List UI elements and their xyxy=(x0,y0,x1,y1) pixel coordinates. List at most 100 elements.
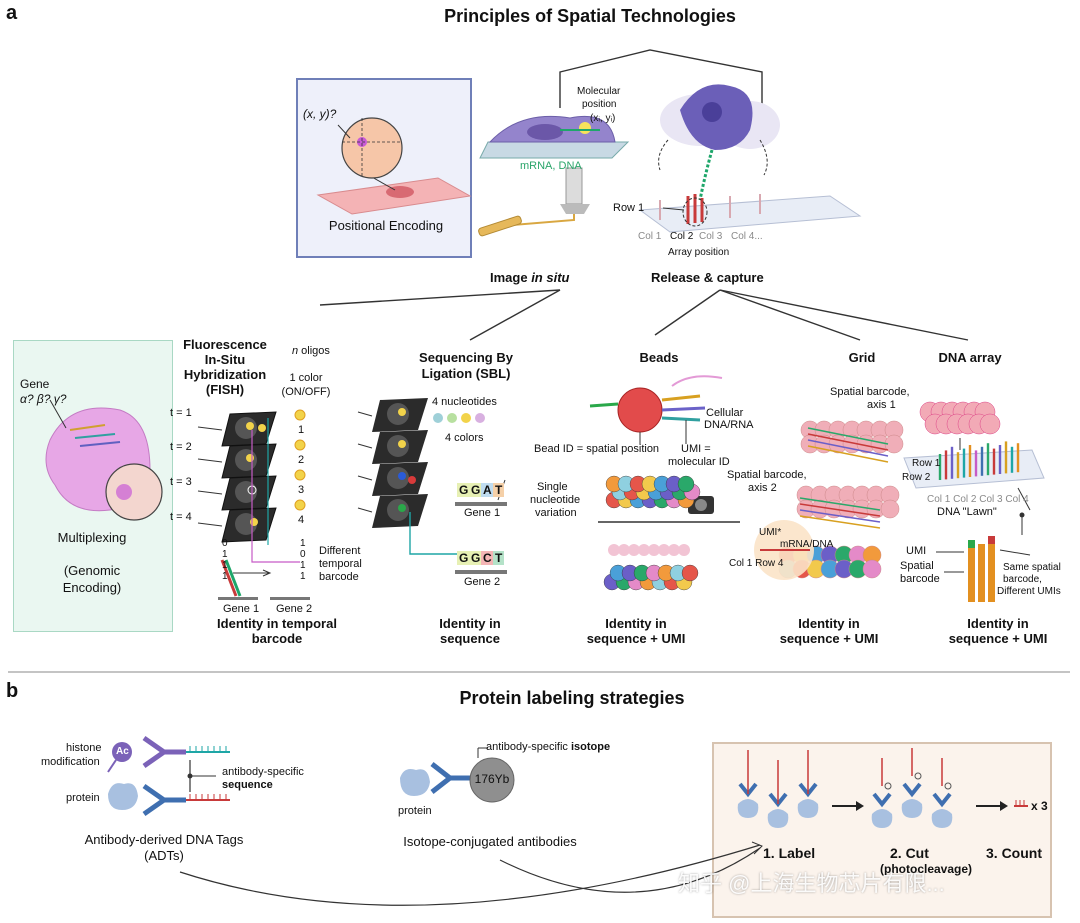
isotope-protein: protein xyxy=(398,805,432,817)
dna-same3: Different UMIs xyxy=(997,586,1061,597)
barcode-strand xyxy=(807,427,889,445)
isotope-mass: 176Yb xyxy=(474,772,510,786)
fish-diff3: barcode xyxy=(319,571,359,583)
fish-diff2: temporal xyxy=(319,558,362,570)
fish-n3: 3 xyxy=(298,484,305,496)
barcode-strand xyxy=(799,503,881,517)
array-col3: Col 3 xyxy=(699,231,723,242)
antibody xyxy=(932,792,952,808)
multiplex-sub1: (Genomic xyxy=(63,563,121,578)
multiplex-label: Multiplexing xyxy=(57,530,127,545)
grid-graphic xyxy=(754,420,904,580)
workflow-times: x 3 xyxy=(1031,799,1048,813)
bit: 1 xyxy=(222,560,228,571)
multiplex-greek: α? β? γ? xyxy=(20,392,67,406)
adt-specific1: antibody-specific xyxy=(222,766,304,778)
panel-b-letter: b xyxy=(6,680,19,702)
panel-a-letter: a xyxy=(6,2,18,24)
array-col1: Col 1 xyxy=(638,231,662,242)
fish-t3: t = 3 xyxy=(170,476,192,488)
grid-umi: UMI* xyxy=(759,527,782,538)
adt-label2: (ADTs) xyxy=(144,848,184,863)
isotope-specific: antibody-specific isotope xyxy=(486,741,611,753)
dna-array-title: DNA array xyxy=(938,350,1002,365)
dna-umi: UMI xyxy=(906,545,927,557)
antibody xyxy=(872,792,892,808)
barcode-strand xyxy=(807,439,889,457)
fish-title4: (FISH) xyxy=(205,382,245,397)
cell xyxy=(628,544,640,556)
beads-cellular1: Cellular xyxy=(706,407,744,419)
dna-lawn: DNA "Lawn" xyxy=(937,506,997,518)
tissue-cell xyxy=(979,413,1001,435)
workflow-step3: 3. Count xyxy=(986,845,1042,861)
image-in-situ-label: Image in situ xyxy=(490,270,570,285)
connector-sbl xyxy=(469,289,561,341)
beads-bead-id: Bead ID = spatial position xyxy=(534,443,660,455)
bit: 1 xyxy=(300,571,306,582)
positional-label: Positional Encoding xyxy=(328,218,444,233)
sbl-identity1: Identity in xyxy=(439,616,501,631)
scissors-icon xyxy=(914,772,922,780)
grid-axis1a: Spatial barcode, xyxy=(830,386,910,398)
sbl-nucleotides: 4 nucleotides xyxy=(432,396,497,408)
barcode-strand xyxy=(799,497,881,511)
bead-clusters xyxy=(603,475,701,591)
scissors-icon xyxy=(944,782,952,790)
cell xyxy=(638,544,650,556)
fish-gene1: Gene 1 xyxy=(223,603,260,615)
fish-identity2: barcode xyxy=(251,631,303,646)
cell xyxy=(678,544,690,556)
grid-axis2b: axis 2 xyxy=(748,482,777,494)
connector-fish xyxy=(319,289,561,306)
adt-histone2: modification xyxy=(41,756,100,768)
bit: 1 xyxy=(222,549,228,560)
protein xyxy=(797,799,819,818)
adt-ac: Ac xyxy=(116,746,129,757)
fish-n2: 2 xyxy=(298,454,305,466)
beads-umi2: molecular ID xyxy=(668,456,730,468)
panel-a-title: Principles of Spatial Technologies xyxy=(444,6,736,26)
beads-umi1: UMI = xyxy=(681,443,711,455)
fish-t2: t = 2 xyxy=(170,441,192,453)
array-row1: Row 1 xyxy=(613,202,645,214)
base: G xyxy=(469,483,483,497)
workflow-step2: 2. Cut xyxy=(890,845,929,861)
base: C xyxy=(481,551,494,565)
fish-title1: Fluorescence xyxy=(183,337,267,352)
adt-graphic xyxy=(107,735,230,817)
bit: 1 xyxy=(222,571,228,582)
base: G xyxy=(457,551,471,565)
sbl-colors: 4 colors xyxy=(445,432,484,444)
sbl-identity2: sequence xyxy=(440,631,500,646)
sbl-tiles xyxy=(357,398,507,574)
sbl-gene1: Gene 1 xyxy=(464,507,501,519)
fish-t1: t = 1 xyxy=(170,407,192,419)
connector-beads xyxy=(654,289,721,336)
sbl-title1: Sequencing By xyxy=(419,350,513,365)
barcode-strand xyxy=(807,445,889,463)
top-bracket-connector xyxy=(559,49,763,108)
release-capture-icon xyxy=(638,84,862,233)
fish-identity1: Identity in temporal xyxy=(217,616,337,631)
fish-n1: 1 xyxy=(298,424,305,436)
adt-histone1: histone xyxy=(66,742,102,754)
arrow-head xyxy=(751,841,763,855)
fish-title2: In-Situ xyxy=(204,352,246,367)
dna-row1: Row 1 xyxy=(912,458,941,469)
base: A xyxy=(481,483,494,497)
fish-title3: Hybridization xyxy=(183,367,267,382)
multiplex-sub2: Encoding) xyxy=(62,580,122,595)
barcode-strand xyxy=(799,509,881,523)
bead xyxy=(681,564,699,582)
positional-encoding-icon xyxy=(316,117,472,215)
cell xyxy=(608,544,620,556)
barcode-strand xyxy=(807,433,889,451)
dna-same1: Same spatial xyxy=(1003,562,1061,573)
bead xyxy=(677,475,695,493)
dna-identity1: Identity in xyxy=(967,616,1029,631)
dna-spatial1: Spatial xyxy=(900,560,934,572)
workflow-step2b: (photocleavage) xyxy=(880,862,973,876)
beads-identity1: Identity in xyxy=(605,616,667,631)
dna-row2: Row 2 xyxy=(902,472,931,483)
